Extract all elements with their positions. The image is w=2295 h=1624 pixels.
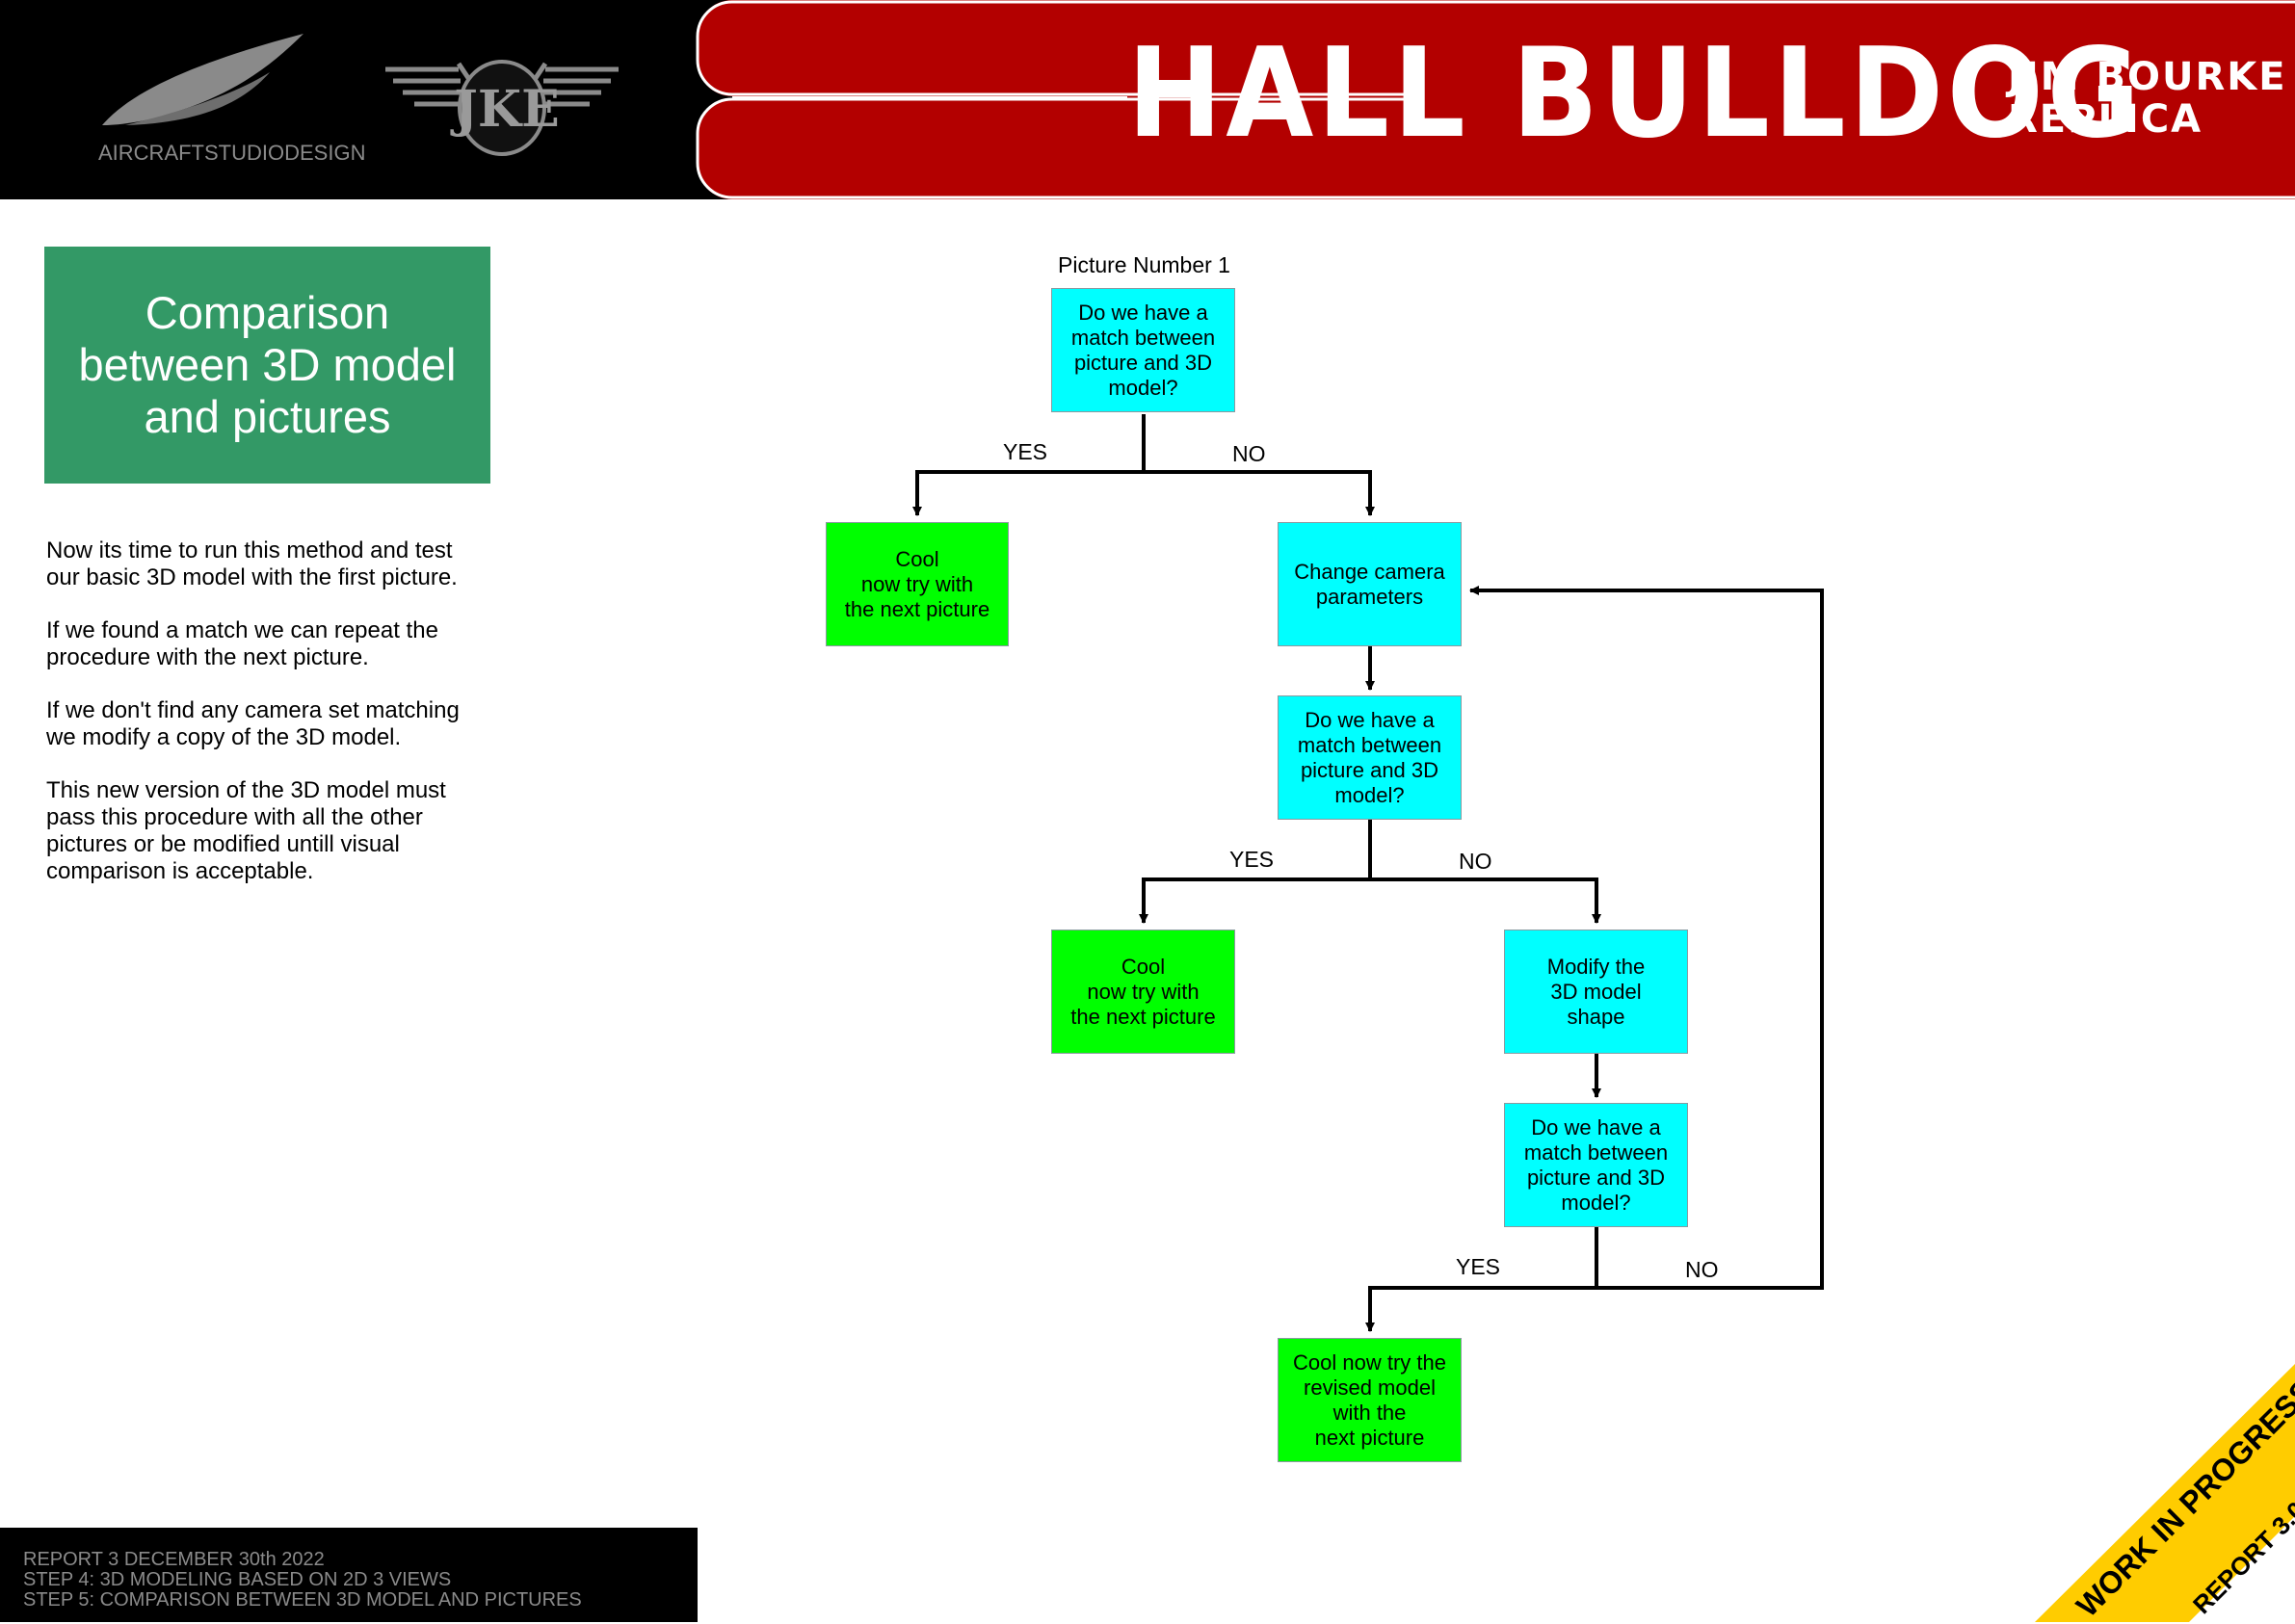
brand-name: AIRCRAFTSTUDIODESIGN [98,141,366,165]
node-text: revised model [1304,1375,1436,1400]
success-node: Cool now try with the next picture [826,522,1009,646]
text-line: Now its time to run this method and test [46,537,453,563]
node-text: 3D model [1550,979,1642,1004]
node-text: next picture [1314,1425,1425,1450]
text-line: If we don't find any camera set matching [46,697,460,723]
section-title-box: Comparison between 3D model and pictures [44,247,490,484]
text-line: This new version of the 3D model must [46,777,446,803]
node-text: Cool now try the [1293,1349,1446,1375]
success-node: Cool now try with the next picture [1051,930,1235,1054]
header-red-banner [696,0,2295,199]
connector [1370,877,1601,924]
node-text: Do we have a [1078,300,1208,325]
node-text: with the [1332,1400,1407,1425]
node-text: now try with [1087,979,1200,1004]
node-text: model? [1334,782,1405,807]
section-title-line: between 3D model [78,339,457,390]
connector [1144,470,1375,516]
decision-node: Do we have a match between picture and 3… [1051,288,1235,412]
text-line: we modify a copy of the 3D model. [46,724,402,750]
footer-line: STEP 4: 3D MODELING BASED ON 2D 3 VIEWS [23,1569,452,1590]
yes-label: YES [1003,439,1048,464]
no-label: NO [1685,1257,1719,1282]
node-text: picture and 3D [1073,350,1213,375]
node-text: model? [1561,1190,1631,1215]
no-label: NO [1232,441,1266,466]
connector [1139,877,1370,924]
jke-wings-logo-icon [385,60,619,156]
paragraph: Now its time to run this method and test… [46,537,509,591]
paragraph: This new version of the 3D model must pa… [46,777,509,885]
yes-label: YES [1229,847,1275,872]
node-text: picture and 3D [1300,757,1439,782]
text-line: pictures or be modified untill visual [46,831,400,857]
node-text: parameters [1315,584,1424,609]
node-text: Do we have a [1305,707,1435,732]
footer: REPORT 3 DECEMBER 30th 2022 STEP 4: 3D M… [0,1528,698,1622]
node-text: match between [1523,1139,1669,1165]
node-text: model? [1108,375,1178,400]
success-node: Cool now try the revised model with the … [1278,1338,1462,1462]
no-label: NO [1459,849,1492,874]
feather-logo-icon [102,34,303,125]
subtitle: JIM BOURKE REPLICA [2008,56,2287,141]
process-node: Modify the 3D model shape [1504,930,1688,1054]
header-black-band [0,0,732,199]
paragraph: If we don't find any camera set matching… [46,697,509,751]
decision-node: Do we have a match between picture and 3… [1504,1103,1688,1227]
description-text: Now its time to run this method and test… [46,537,509,911]
decision-node: Do we have a match between picture and 3… [1278,695,1462,820]
text-line: If we found a match we can repeat the [46,617,438,643]
page-title: HALL BULLDOG [1127,22,2144,166]
node-text: Cool [895,546,939,571]
node-text: match between [1297,732,1442,757]
text-line: procedure with the next picture. [46,644,369,670]
paragraph: If we found a match we can repeat the pr… [46,617,509,671]
footer-line: REPORT 3 DECEMBER 30th 2022 [23,1549,325,1570]
yes-label: YES [1456,1254,1501,1279]
subtitle-line: REPLICA [2008,97,2203,142]
text-line: pass this procedure with all the other [46,804,423,830]
connector [1469,586,1824,1290]
node-text: the next picture [1070,1004,1216,1029]
node-text: the next picture [844,596,990,621]
footer-line: STEP 5: COMPARISON BETWEEN 3D MODEL AND … [23,1589,582,1611]
connector [912,470,1144,516]
section-title-line: and pictures [144,391,391,442]
subtitle-line: JIM BOURKE [2008,55,2287,99]
node-text: Do we have a [1531,1114,1661,1139]
node-text: picture and 3D [1526,1165,1666,1190]
process-node: Change camera parameters [1278,522,1462,646]
node-text: Modify the [1546,954,1646,979]
node-text: Change camera [1294,559,1445,584]
section-title-line: Comparison [145,287,390,338]
monogram-text: JKE [454,80,560,139]
text-line: comparison is acceptable. [46,858,314,884]
text-line: our basic 3D model with the first pictur… [46,564,458,590]
node-text: now try with [860,571,974,596]
connector [1365,1286,1596,1332]
node-text: match between [1070,325,1216,350]
node-text: shape [1567,1004,1625,1029]
node-text: Cool [1121,954,1166,979]
flowchart-heading: Picture Number 1 [1058,252,1230,277]
